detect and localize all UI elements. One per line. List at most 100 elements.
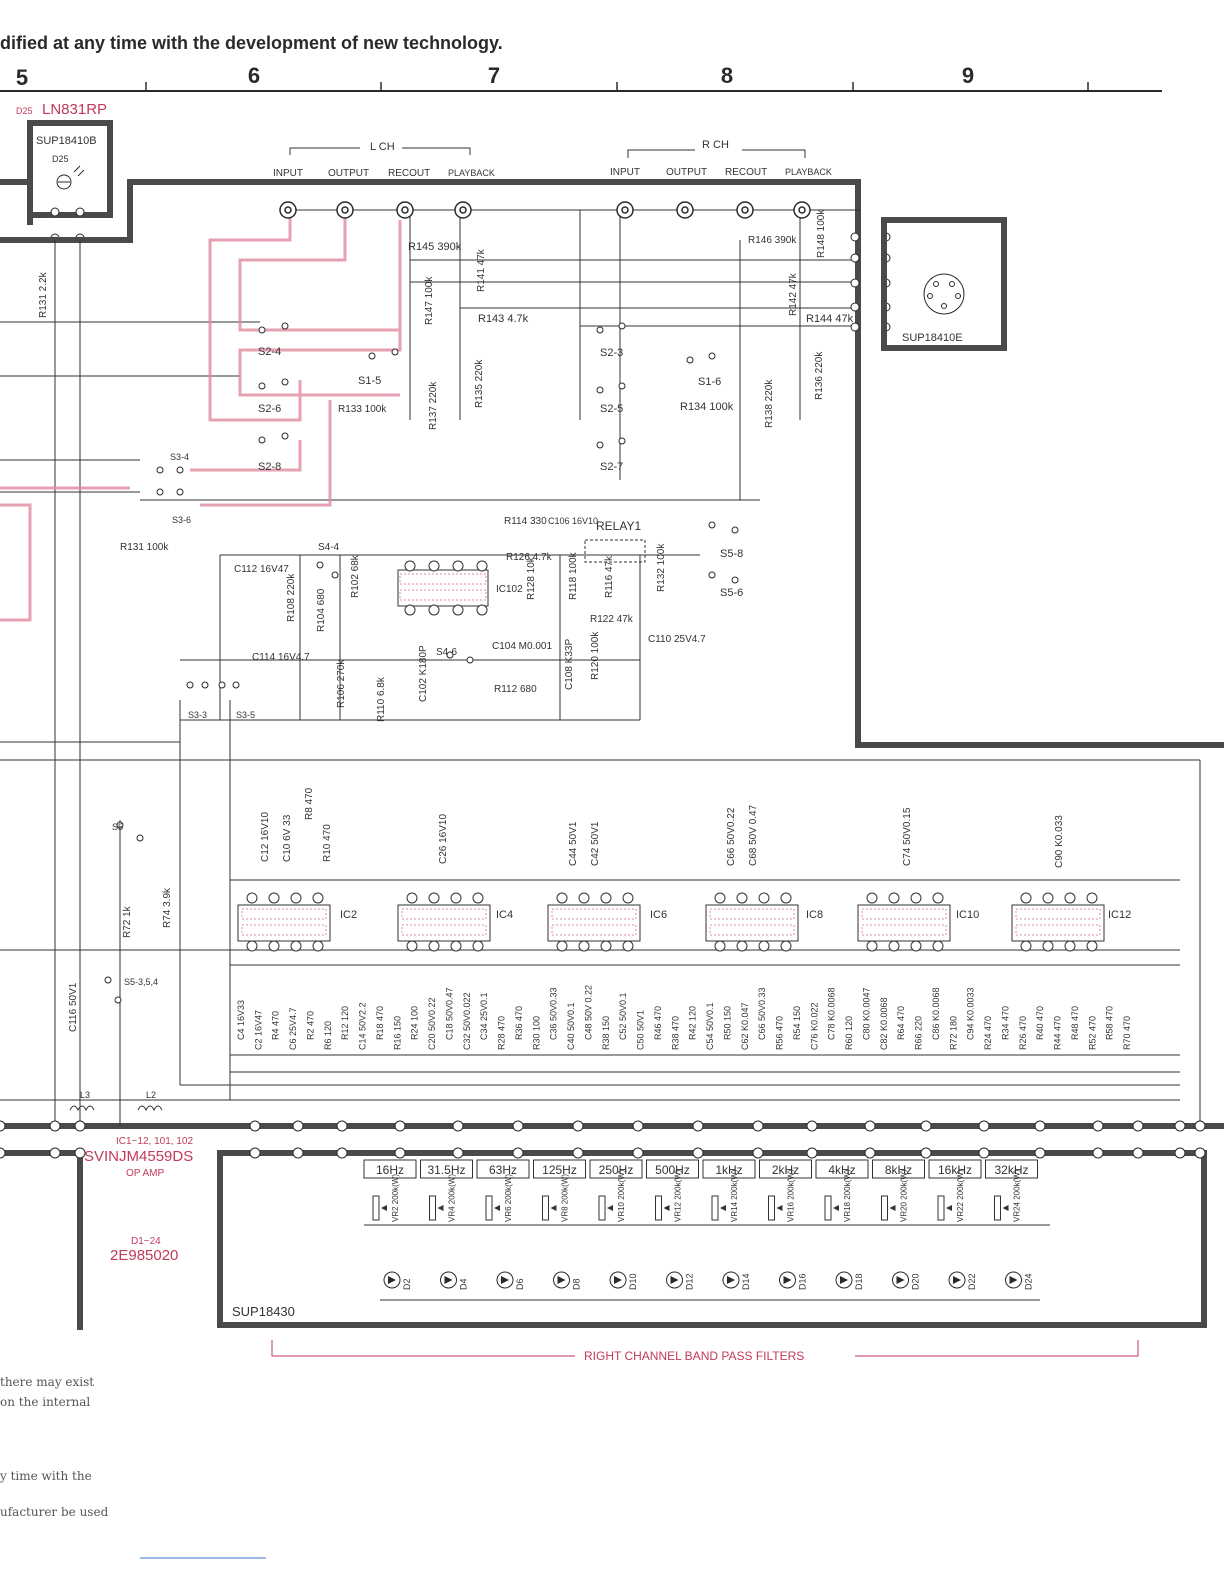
resistor-label: R108 220k	[286, 573, 297, 622]
header-ticks	[145, 82, 1089, 91]
d25-ref: D25	[16, 106, 33, 116]
bus-pin	[978, 1120, 990, 1132]
bus-pin	[864, 1147, 876, 1159]
lch-jack-input: INPUT	[273, 168, 303, 179]
slider-pot	[937, 1195, 945, 1221]
component-label: C80 K0.0047	[861, 987, 871, 1040]
bus-pin	[49, 1120, 61, 1132]
signal-path-highlight	[0, 215, 402, 622]
slider-wiper	[663, 1205, 670, 1211]
component-label: R38 150	[601, 1016, 611, 1050]
column-label-6: 6	[248, 63, 260, 88]
bus-pin	[692, 1120, 704, 1132]
filter-cap-label: C68 50V 0.47	[748, 804, 759, 866]
slider-pot	[824, 1195, 832, 1221]
slider-pot	[711, 1195, 719, 1221]
filter-cap-label: C42 50V1	[590, 821, 601, 866]
band-label: 16kHz	[938, 1163, 972, 1177]
component-label: R50 150	[722, 1006, 732, 1040]
resistor-label: R137 220k	[428, 381, 439, 430]
eq-board-label: SUP18430	[232, 1304, 295, 1319]
led-arrow	[557, 1276, 566, 1284]
band-box	[589, 1159, 643, 1179]
component-label: R26 470	[1018, 1016, 1028, 1050]
component-label: R64 470	[896, 1006, 906, 1040]
resistor-label: R8 470	[304, 787, 315, 820]
capacitor-label: C108 K33P	[564, 639, 575, 690]
d25-diode-label: D25	[52, 154, 69, 164]
ic-label: IC10	[956, 909, 979, 921]
bus-pin	[752, 1147, 764, 1159]
slider-wiper	[720, 1205, 726, 1211]
led-arrow	[444, 1276, 453, 1284]
resistor-label: R147 100k	[424, 276, 435, 325]
switch-label: S4-6	[436, 647, 458, 658]
bus-pin	[920, 1147, 932, 1159]
component-label: R60 120	[844, 1016, 854, 1050]
column-label-9: 9	[962, 63, 974, 88]
bus-pin	[572, 1147, 584, 1159]
resistor-label: R74 3.9k	[162, 887, 173, 928]
component-label: R6 120	[323, 1021, 333, 1050]
component-label: R54 150	[792, 1006, 802, 1040]
slider-pot-row: VR2 200k(W)VR4 200k(W)VR6 200k(W)VR8 200…	[364, 1169, 1050, 1226]
switch-label: S5	[112, 822, 123, 832]
resistor-label: R138 220k	[764, 379, 775, 428]
band-label: 4kHz	[828, 1163, 855, 1177]
led-label: D20	[911, 1273, 921, 1290]
component-label: R28 470	[497, 1016, 507, 1050]
vr-label: VR14 200k(W)	[730, 1169, 739, 1222]
led-label: D22	[967, 1273, 977, 1290]
component-label: R70 470	[1122, 1016, 1132, 1050]
band-label: 8kHz	[885, 1163, 912, 1177]
resistor-label: R118 100k	[568, 551, 579, 600]
slider-wiper	[550, 1205, 557, 1211]
side-note: on the internal	[0, 1395, 90, 1409]
bus-pin	[572, 1120, 584, 1132]
ic-label: IC102	[496, 584, 523, 595]
led-arrow	[614, 1276, 622, 1284]
band-label: 125Hz	[542, 1163, 577, 1177]
resistor-label: R114 330	[504, 516, 547, 527]
column-label-7: 7	[488, 63, 500, 88]
band-box	[646, 1159, 699, 1179]
switch-label: S2-5	[600, 403, 623, 415]
rch-jack-recout: RECOUT	[725, 167, 767, 178]
bus-pin	[394, 1120, 406, 1132]
band-label: 250Hz	[599, 1163, 634, 1177]
bus-pin	[512, 1120, 524, 1132]
bus-pin	[1092, 1120, 1104, 1132]
slider-wiper	[776, 1205, 783, 1211]
resistor-label: R110 6.8k	[376, 676, 387, 722]
band-label: 32kHz	[994, 1163, 1028, 1177]
switch-label: S2-8	[258, 461, 281, 473]
bus-pin	[752, 1120, 764, 1132]
component-label: C76 K0.022	[809, 1002, 819, 1050]
bus-pin	[512, 1147, 524, 1159]
filter-cap-label: C66 50V0.22	[726, 807, 737, 866]
resistor-label: R133 100k	[338, 404, 387, 415]
resistor-label: R112 680	[494, 684, 537, 695]
band-label: 31.5Hz	[427, 1163, 465, 1177]
resistor-label: R132 100k	[656, 543, 667, 592]
switch-label: S2-7	[600, 461, 623, 473]
switch-label: S3-4	[170, 452, 189, 462]
resistor-label: R131 100k	[120, 542, 169, 553]
band-box	[928, 1159, 982, 1179]
vr-label: VR4 200k(W)	[448, 1174, 457, 1222]
slider-wiper	[494, 1205, 500, 1211]
upper-wiring	[0, 209, 1201, 1126]
header-notice: dified at any time with the development …	[0, 33, 503, 53]
capacitor-label: C106 16V10	[548, 516, 598, 526]
resistor-label: R143 4.7k	[478, 313, 529, 325]
bus-pin	[249, 1120, 261, 1132]
component-label: C14 50V2.2	[358, 1002, 368, 1050]
component-label: R2 470	[306, 1011, 316, 1040]
slider-pot	[994, 1195, 1001, 1221]
filter-ic-pink-markings	[241, 908, 1101, 936]
bus-connector-pins	[0, 1120, 1206, 1159]
vr-label: VR12 200k(W)	[674, 1169, 683, 1222]
component-label: R4 470	[271, 1011, 281, 1040]
ic-label: IC6	[650, 909, 667, 921]
opamp-refs: IC1~12, 101, 102	[116, 1136, 193, 1147]
